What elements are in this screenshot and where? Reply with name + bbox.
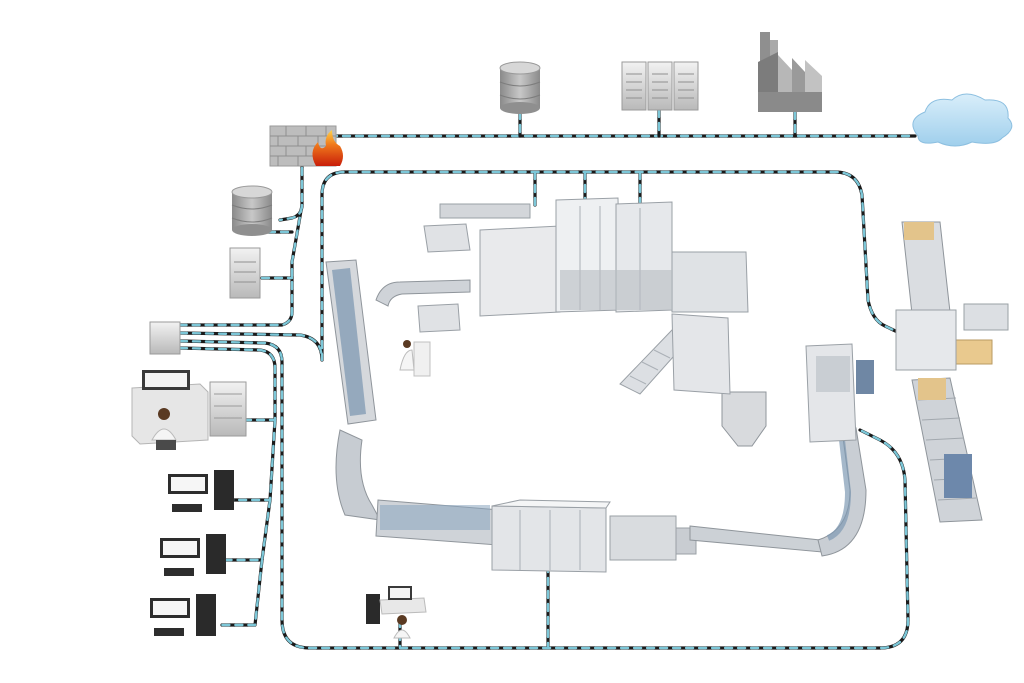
cable-highlight xyxy=(220,558,264,627)
cloud-icon xyxy=(912,93,1013,147)
firewall-icon xyxy=(269,125,343,167)
workstation-icon xyxy=(150,594,216,636)
workstation-icon xyxy=(168,470,234,512)
cable-drops xyxy=(178,108,797,327)
cable-highlight xyxy=(178,170,912,362)
cable-main-loop xyxy=(178,170,912,650)
factory-icon xyxy=(758,32,822,112)
server-icon xyxy=(229,247,261,299)
cable-highlight xyxy=(178,339,910,650)
switch-icon xyxy=(149,321,181,355)
operator-desk-icon xyxy=(131,370,247,450)
database-icon xyxy=(499,61,541,114)
palletizer-icon xyxy=(895,221,1009,523)
operator-desk-icon xyxy=(366,586,427,639)
cable-highlight xyxy=(220,498,272,562)
network-cables xyxy=(178,108,917,650)
cable-highlight xyxy=(278,153,304,222)
server-rack-icon xyxy=(621,61,699,111)
cable-highlight xyxy=(178,346,277,422)
workstation-icon xyxy=(160,534,226,576)
packer-icon xyxy=(805,343,874,443)
filling-machine-icon xyxy=(325,197,867,573)
cable-highlight xyxy=(178,203,304,327)
database-icon xyxy=(231,185,273,236)
operator-icon xyxy=(399,340,431,377)
